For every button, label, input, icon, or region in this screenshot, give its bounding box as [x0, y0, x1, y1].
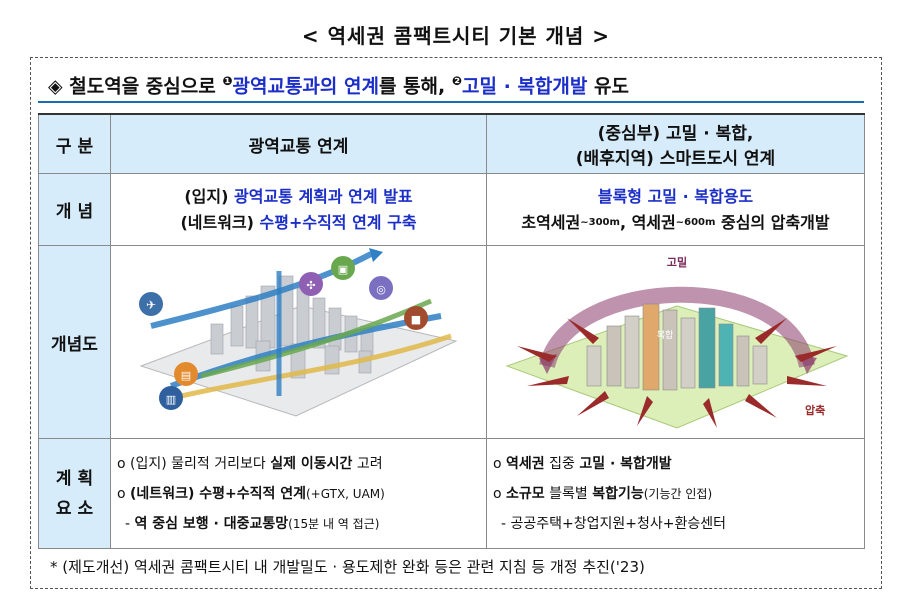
table-row-concept: 개 념 (입지) 광역교통 계획과 연계 발표 (네트워크) 수평+수직적 연계… — [38, 173, 865, 246]
concept-left-line2-main: 수평+수직적 연계 구축 — [259, 212, 417, 232]
requirement-left-3-bullet: - — [125, 515, 131, 532]
requirement-left-2-bold: (네트워크) 수평+수직적 연계 — [130, 485, 306, 502]
diagram-right-cell: 고밀 복합 — [486, 245, 865, 439]
blue-arrowhead-1 — [369, 248, 383, 262]
requirement-right-1: o 역세권 집중 고밀 · 복합개발 — [493, 449, 864, 479]
tower-cluster — [586, 303, 768, 391]
header-density-line2: (배후지역) 스마트도시 연계 — [575, 149, 776, 169]
headline-link1: 광역교통과의 연계 — [232, 75, 379, 98]
concept-right-c: 중심의 압축개발 — [715, 212, 830, 232]
headline-bullet: ◈ — [48, 75, 63, 98]
requirement-right-2-bold1: 소규모 — [506, 485, 545, 502]
requirement-right-1-bold1: 역세권 — [506, 455, 545, 472]
requirement-right-1-bullet: o — [493, 455, 502, 472]
requirements-right-cell: o 역세권 집중 고밀 · 복합개발 o 소규모 블록별 복합기능(기능간 인접… — [486, 438, 865, 549]
svg-text:✣: ✣ — [306, 279, 315, 292]
requirement-left-1-bold: 실제 이동시간 — [270, 455, 353, 472]
requirement-right-1-bold2: 고밀 · 복합개발 — [579, 455, 672, 472]
requirement-right-2-end: (기능간 인접) — [643, 486, 713, 501]
compact-city-diagram: 고밀 복합 — [505, 256, 849, 429]
svg-text:▣: ▣ — [338, 263, 348, 276]
yellow-transit-arrow — [180, 333, 452, 399]
concept-right-cell: 블록형 고밀 · 복합용도 초역세권~300m, 역세권~600m 중심의 압축… — [486, 173, 865, 246]
concept-right-a: 초역세권 — [521, 212, 581, 232]
requirement-left-3-bold: 역 중심 보행 · 대중교통망 — [134, 515, 289, 532]
requirement-left-1-suffix: 고려 — [352, 455, 383, 472]
mixed-use-label: 복합 — [657, 330, 674, 341]
row-label-diagram: 개념도 — [38, 245, 111, 439]
requirement-left-3-mini: (15분 내 역 접근) — [288, 516, 380, 531]
concept-right-a-sup: ~300m — [580, 216, 620, 228]
concept-left-line2: (네트워크) 수평+수직적 연계 구축 — [111, 210, 486, 236]
svg-text:◎: ◎ — [376, 283, 386, 296]
density-dome-arc — [539, 286, 815, 369]
header-density-line1: (중심부) 고밀 · 복합, — [597, 124, 754, 144]
headline-num1: ❶ — [222, 74, 233, 88]
concept-left-line1: (입지) 광역교통 계획과 연계 발표 — [111, 184, 486, 210]
headline-prefix: 철도역을 중심으로 — [69, 75, 223, 98]
requirement-left-1-prefix: (입지) 물리적 거리보다 — [125, 455, 271, 472]
row-label-requirements: 계 획 요 소 — [38, 438, 111, 549]
requirement-left-1-bullet: o — [117, 455, 126, 472]
train-icon: ▤ — [174, 362, 198, 386]
requirement-left-1: o (입지) 물리적 거리보다 실제 이동시간 고려 — [117, 449, 486, 479]
requirements-left-cell: o (입지) 물리적 거리보다 실제 이동시간 고려 o (네트워크) 수평+수… — [110, 438, 487, 549]
transit-network-diagram: ✈ ▣ ✣ ◎ ■ ▤ — [139, 248, 458, 417]
requirement-right-2-bold2: 복합기능 — [592, 485, 644, 502]
requirements-label-line2: 요 소 — [55, 498, 94, 519]
drone-icon: ✣ — [299, 272, 323, 296]
svg-text:■: ■ — [411, 313, 421, 326]
requirements-label-line1: 계 획 — [55, 468, 94, 489]
bus-icon: ▣ — [331, 256, 355, 280]
table-row-diagram: 개념도 — [38, 245, 865, 439]
requirement-right-1-mid: 집중 — [544, 455, 580, 472]
header-division: 구 분 — [38, 113, 111, 174]
svg-text:▤: ▤ — [181, 369, 191, 382]
concept-left-cell: (입지) 광역교통 계획과 연계 발표 (네트워크) 수평+수직적 연계 구축 — [110, 173, 487, 246]
requirement-right-2: o 소규모 블록별 복합기능(기능간 인접) — [493, 479, 864, 509]
row-label-concept: 개 념 — [38, 173, 111, 246]
requirement-right-3-bullet: - — [501, 515, 507, 532]
concept-right-b: , 역세권 — [619, 212, 676, 232]
green-transit-arrow — [200, 298, 433, 379]
dense-label: 고밀 — [667, 256, 687, 269]
requirement-left-2-mini: (+GTX, UAM) — [306, 486, 385, 501]
concept-table: 구 분 광역교통 연계 (중심부) 고밀 · 복합, (배후지역) 스마트도시 … — [38, 113, 865, 549]
car-icon: ■ — [404, 306, 428, 330]
svg-text:✈: ✈ — [146, 298, 156, 312]
bicycle-icon: ◎ — [369, 276, 393, 300]
svg-text:▥: ▥ — [166, 393, 176, 406]
concept-right-b-sup: ~600m — [675, 216, 716, 228]
header-transport: 광역교통 연계 — [110, 113, 487, 174]
page-title: < 역세권 콤팩트시티 기본 개념 > — [301, 24, 611, 48]
requirement-left-3: - 역 중심 보행 · 대중교통망(15분 내 역 접근) — [117, 509, 486, 539]
requirement-left-2: o (네트워크) 수평+수직적 연계(+GTX, UAM) — [117, 479, 486, 509]
content-frame — [30, 57, 882, 589]
headline-mid: 를 통해, — [378, 75, 452, 98]
airplane-icon: ✈ — [139, 292, 163, 316]
header-density: (중심부) 고밀 · 복합, (배후지역) 스마트도시 연계 — [486, 113, 865, 174]
headline: ◈ 철도역을 중심으로 ❶광역교통과의 연계를 통해, ❷고밀 · 복합개발 유… — [38, 63, 864, 103]
concept-right-line1: 블록형 고밀 · 복합용도 — [597, 186, 754, 206]
headline-num2: ❷ — [451, 74, 463, 88]
concept-right-line2: 초역세권~300m, 역세권~600m 중심의 압축개발 — [487, 210, 864, 236]
headline-link2: 고밀 · 복합개발 — [462, 75, 588, 98]
subway-icon: ▥ — [159, 386, 183, 410]
diagram-left-cell: ✈ ▣ ✣ ◎ ■ ▤ — [110, 245, 487, 439]
concept-left-line1-prefix: (입지) — [184, 186, 234, 206]
compression-arrow-icon — [517, 318, 837, 428]
compression-label: 압축 — [805, 403, 825, 417]
requirement-right-3: - 공공주택+창업지원+청사+환승센터 — [493, 509, 864, 539]
requirement-right-2-mid: 블록별 — [544, 485, 593, 502]
requirement-right-2-bullet: o — [493, 485, 502, 502]
headline-suffix: 유도 — [587, 75, 629, 98]
table-header-row: 구 분 광역교통 연계 (중심부) 고밀 · 복합, (배후지역) 스마트도시 … — [38, 113, 865, 174]
requirement-left-2-bullet: o — [117, 485, 126, 502]
concept-left-line2-prefix: (네트워크) — [180, 212, 260, 232]
table-row-requirements: 계 획 요 소 o (입지) 물리적 거리보다 실제 이동시간 고려 o (네트… — [38, 438, 865, 549]
requirement-right-3-mid: 공공주택+창업지원+청사+환승센터 — [506, 515, 727, 532]
footnote: * (제도개선) 역세권 콤팩트시티 내 개발밀도 · 용도제한 완화 등은 관… — [50, 558, 645, 576]
concept-left-line1-main: 광역교통 계획과 연계 발표 — [234, 186, 413, 206]
